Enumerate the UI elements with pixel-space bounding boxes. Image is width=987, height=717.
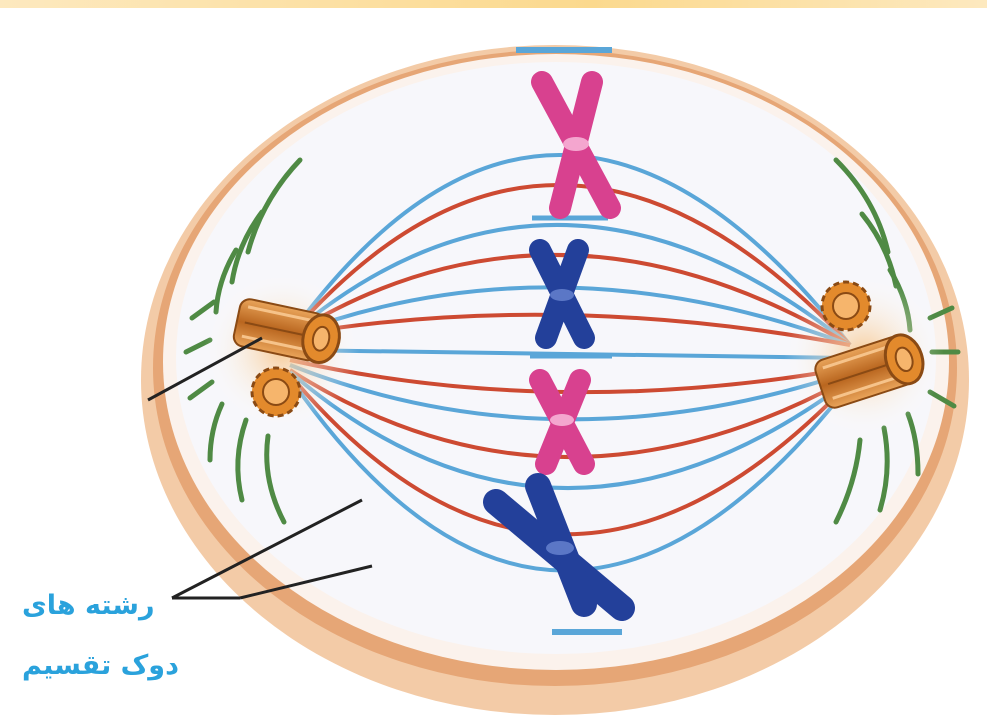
centrosome-left [204, 272, 360, 428]
spindle-fibers-label-line1: رشته های [22, 590, 155, 621]
centriole-gear-right [822, 282, 870, 330]
centriole-gear-left [252, 368, 300, 416]
spindle-fibers-label-line2: دوک تقسیم [22, 650, 179, 681]
centrosome-right [784, 276, 944, 436]
